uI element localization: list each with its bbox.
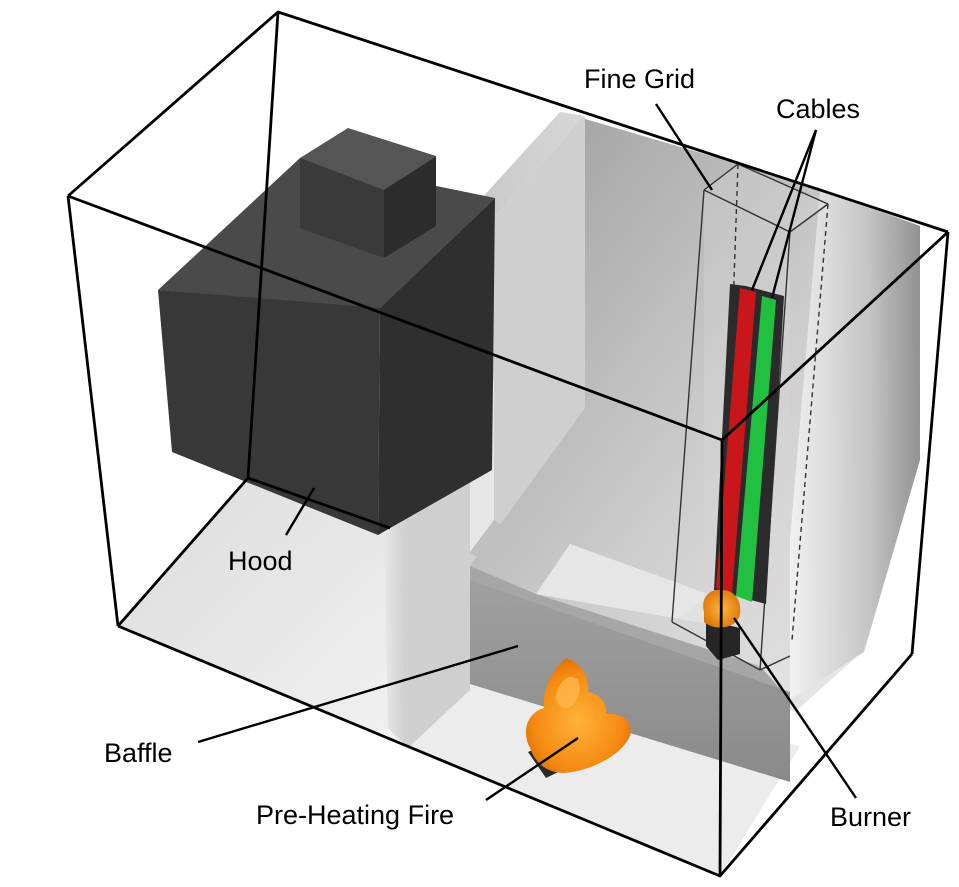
cable-red xyxy=(716,288,756,594)
left-floor xyxy=(118,478,402,742)
hood-chimney-top xyxy=(300,128,436,190)
cable-green xyxy=(736,296,776,602)
cables-leader-green xyxy=(770,129,818,299)
cables-label: Cables xyxy=(776,94,860,124)
right-chamber-floor xyxy=(536,544,708,624)
pre-heating-flame xyxy=(525,658,631,773)
baffle-leader xyxy=(197,644,519,744)
hood-right-face xyxy=(378,198,495,535)
leader-lines xyxy=(197,103,857,801)
baffle-opening-edge xyxy=(470,520,506,562)
hood-chimney-side xyxy=(384,156,436,258)
burner-leader xyxy=(733,617,857,799)
pre-heating-fire-label: Pre-Heating Fire xyxy=(256,800,454,830)
platform-front xyxy=(470,580,790,782)
pre-heating-fire-leader xyxy=(485,737,579,801)
burner-body xyxy=(706,620,740,660)
cables-leader-red xyxy=(750,129,818,291)
hood-label: Hood xyxy=(228,546,293,576)
hood-front xyxy=(158,290,380,535)
enclosure-frame xyxy=(66,10,950,878)
right-side-wall xyxy=(790,190,920,700)
hood-leader xyxy=(284,487,316,536)
hood-chimney-front xyxy=(300,158,384,258)
pre-heating-flame-highlight xyxy=(555,676,580,708)
fire-floor xyxy=(408,672,800,876)
fine-grid-leader xyxy=(654,103,714,191)
burner-label: Burner xyxy=(830,802,911,832)
baffle-label: Baffle xyxy=(104,738,173,768)
fine-grid-label: Fine Grid xyxy=(584,64,695,94)
